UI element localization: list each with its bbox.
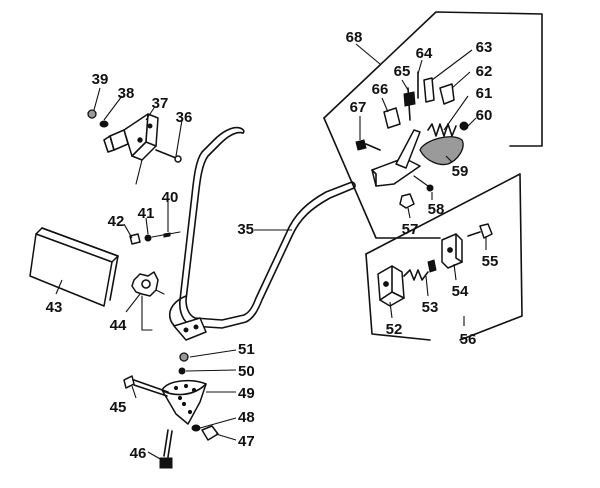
- callout-36: 36: [176, 109, 193, 126]
- callout-40: 40: [162, 189, 179, 206]
- guard-plate: [29, 227, 119, 307]
- bottom-bolt: [159, 429, 173, 469]
- callout-38: 38: [118, 85, 135, 102]
- callout-64: 64: [416, 45, 433, 62]
- callout-50: 50: [238, 363, 255, 380]
- callout-52: 52: [386, 321, 403, 338]
- callout-35: 35: [237, 221, 254, 238]
- callout-57: 57: [402, 221, 419, 238]
- callout-60: 60: [476, 107, 493, 124]
- callout-54: 54: [452, 283, 469, 300]
- throttle-bracket: [87, 109, 182, 185]
- callout-62: 62: [476, 63, 493, 80]
- callout-37: 37: [152, 95, 169, 112]
- callout-63: 63: [476, 39, 493, 56]
- callout-44: 44: [110, 317, 127, 334]
- callout-labels: 35 36 37 38 39 40 41 42 43 44 45 46 47 4…: [46, 29, 499, 462]
- callout-45: 45: [110, 399, 127, 416]
- callout-65: 65: [394, 63, 411, 80]
- clamp-housing: [161, 379, 207, 425]
- callout-58: 58: [428, 201, 445, 218]
- callout-56: 56: [460, 331, 477, 348]
- long-bolt: [123, 375, 169, 397]
- callout-47: 47: [238, 433, 255, 450]
- washer-nut: [191, 424, 219, 441]
- callout-41: 41: [138, 205, 155, 222]
- callout-51: 51: [238, 341, 255, 358]
- callout-55: 55: [482, 253, 499, 270]
- assembly-outline: [323, 11, 543, 239]
- callout-53: 53: [422, 299, 439, 316]
- callout-49: 49: [238, 385, 255, 402]
- leader-lines: [55, 43, 487, 461]
- handlebar: [168, 126, 356, 341]
- callout-43: 43: [46, 299, 63, 316]
- callout-42: 42: [108, 213, 125, 230]
- switch-assembly: [377, 223, 493, 307]
- callout-68: 68: [346, 29, 363, 46]
- switch-outline: [365, 173, 523, 341]
- callout-61: 61: [476, 85, 493, 102]
- callout-46: 46: [130, 445, 147, 462]
- center-stack: [178, 352, 189, 375]
- callout-66: 66: [372, 81, 389, 98]
- callout-39: 39: [92, 71, 109, 88]
- lever-assembly: [355, 71, 469, 209]
- callout-59: 59: [452, 163, 469, 180]
- callout-48: 48: [238, 409, 255, 426]
- small-bolt-set: [129, 231, 181, 245]
- callout-67: 67: [350, 99, 367, 116]
- star-knob: [131, 271, 165, 331]
